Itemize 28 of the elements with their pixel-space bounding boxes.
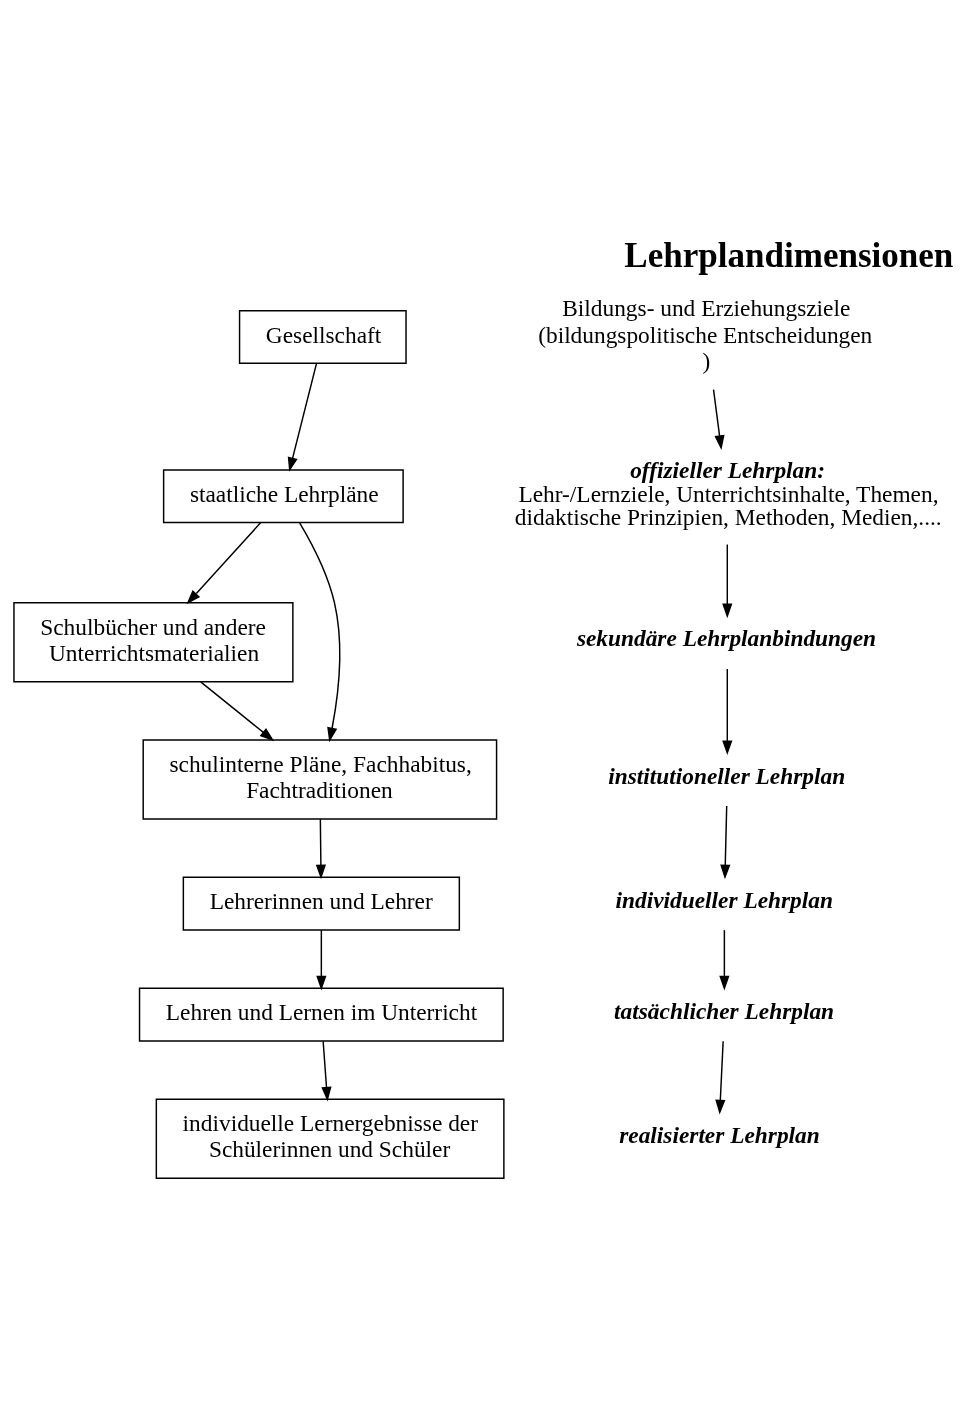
node-text: realisierter Lehrplan xyxy=(619,1121,820,1148)
node-box: individuelle Lernergebnisse der Schülerinnen und Schüler xyxy=(155,1098,505,1179)
arrow xyxy=(719,929,730,991)
node-box: Schulbücher und andere Unterrichtsmaterialien xyxy=(13,602,294,683)
arrow xyxy=(715,1040,726,1115)
arrow xyxy=(315,818,326,880)
node-box: staatliche Lehrpläne xyxy=(162,469,404,524)
node-text: institutioneller Lehrplan xyxy=(608,762,846,789)
arrow xyxy=(287,362,318,472)
node-box: Gesellschaft xyxy=(238,310,407,365)
arrow xyxy=(720,805,731,880)
arrow xyxy=(298,522,341,743)
node-box: schulinterne Pläne, Fachhabitus, Fachtraditionen xyxy=(142,739,498,820)
node-box: Lehren und Lernen im Unterricht xyxy=(138,987,504,1042)
node-text: individueller Lehrplan xyxy=(615,886,833,913)
node-box: Lehrerinnen und Lehrer xyxy=(182,876,461,931)
node-text: Bildungs- und Erziehungsziele (bildungspolitische Entscheidungen ) xyxy=(538,295,873,374)
node-text: sekundäre Lehrplanbindungen xyxy=(576,625,877,652)
arrow xyxy=(712,388,725,450)
arrow xyxy=(316,929,327,991)
node-text: offizieller Lehrplan: Lehr-/Lernziele, Unterrichtsinhalte, Themen, didaktische Prinzipien, Methoden, Medien,.... xyxy=(514,457,942,531)
diagram-title: Lehrplandimensionen xyxy=(624,236,954,276)
arrow xyxy=(722,543,733,619)
arrow xyxy=(186,521,262,605)
arrow xyxy=(722,668,733,756)
node-text: tatsächlicher Lehrplan xyxy=(614,997,835,1024)
arrow xyxy=(199,681,275,742)
arrow xyxy=(321,1040,332,1102)
